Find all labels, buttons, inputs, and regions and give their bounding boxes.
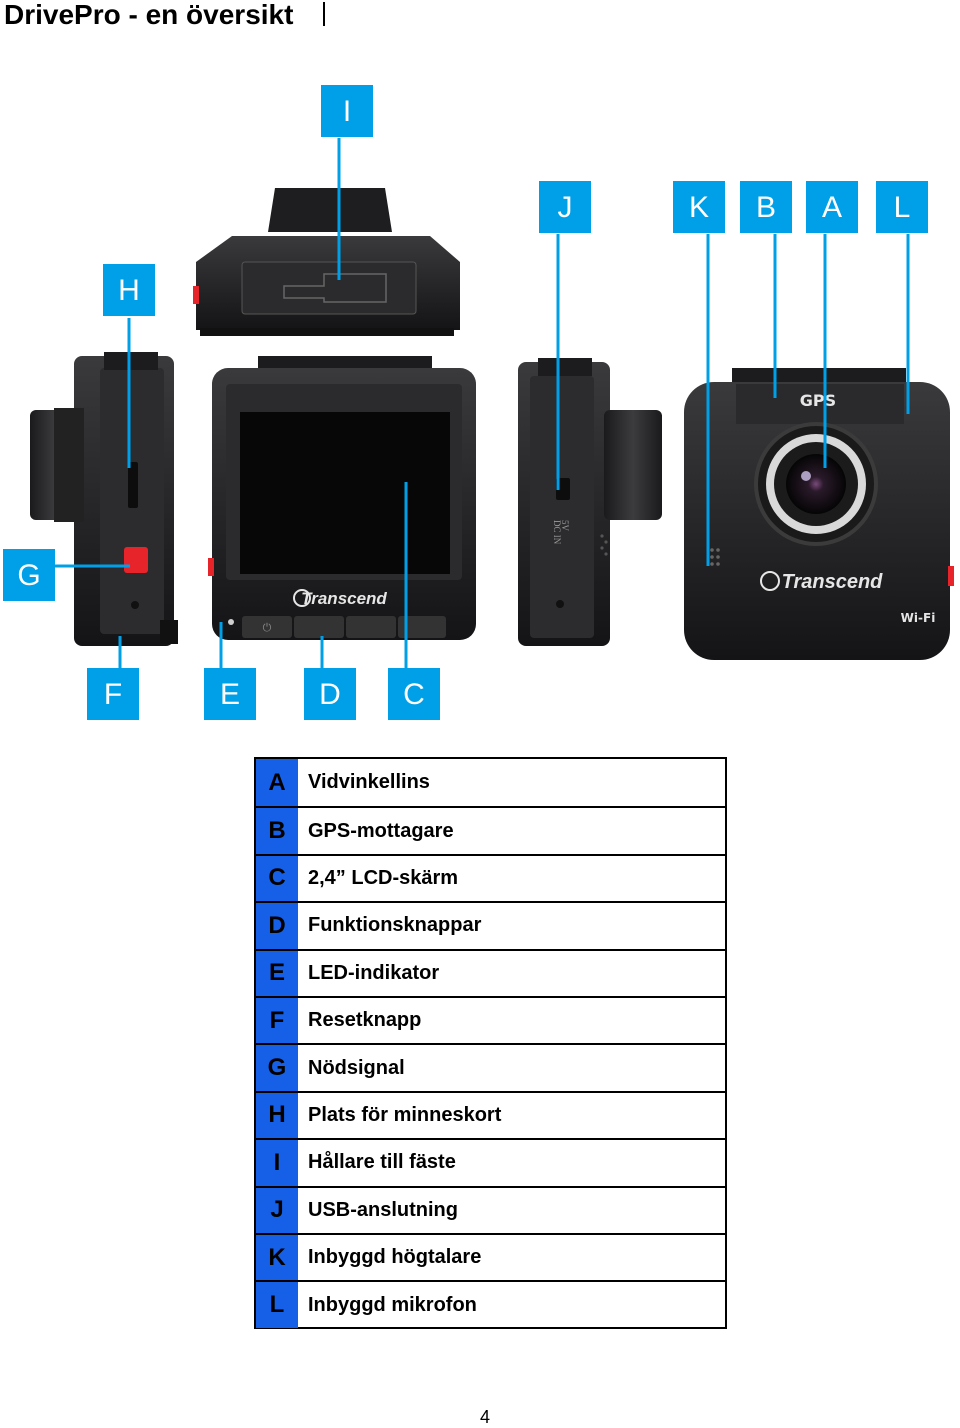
camera-views-illustration: Transcend ⏻ 5V DC IN [30,138,954,668]
label-j: J [539,181,591,233]
label-d: D [304,668,356,720]
legend-key: L [256,1282,298,1328]
legend-text: Vidvinkellins [308,771,430,794]
legend-key: I [256,1140,298,1186]
legend-text: USB-anslutning [308,1198,458,1221]
legend-row: G Nödsignal [256,1043,725,1091]
legend-key: E [256,950,298,996]
power-icon: ⏻ [263,621,272,634]
label-k: K [673,181,725,233]
legend-row: I Hållare till fäste [256,1138,725,1186]
function-buttons: ⏻ [242,616,446,638]
legend-text: LED-indikator [308,961,440,984]
label-e: E [204,668,256,720]
label-l: L [876,181,928,233]
legend-row: A Vidvinkellins [256,759,725,807]
label-b: B [740,181,792,233]
label-g: G [3,549,55,601]
legend-text: Funktionsknappar [308,914,482,937]
legend-text: Nödsignal [308,1056,405,1079]
label-f: F [87,668,139,720]
brand-logo: Transcend [301,589,387,608]
title-rule [323,2,325,26]
label-c: C [388,668,440,720]
emergency-button-side [124,547,148,573]
lcd-screen [240,412,450,574]
svg-text:DC IN: DC IN [552,520,562,545]
legend-text: Resetknapp [308,1009,422,1032]
legend-key: H [256,1092,298,1139]
svg-text:5V: 5V [560,520,570,532]
led-indicator [228,619,234,625]
brand-logo-front: Transcend [782,571,884,593]
legend-key: A [256,759,298,807]
legend-text: 2,4” LCD-skärm [308,866,459,889]
top-view [193,188,460,336]
legend-key: J [256,1187,298,1233]
legend-row: C 2,4” LCD-skärm [256,853,725,902]
wifi-mark: Wi-Fi [901,611,936,625]
legend-text: Hållare till fäste [308,1151,456,1174]
page-number: 4 [480,1407,491,1427]
legend-text: GPS-mottagare [308,819,454,842]
legend-key: C [256,855,298,902]
label-h: H [103,264,155,316]
page-title: DrivePro - en översikt [4,0,294,30]
legend-text: Inbyggd mikrofon [308,1293,477,1316]
wide-angle-lens [786,454,846,514]
legend-row: J USB-anslutning [256,1185,725,1233]
legend-row: D Funktionsknappar [256,901,725,949]
right-side-view: 5V DC IN [518,358,662,646]
legend-row: K Inbyggd högtalare [256,1233,725,1281]
left-side-view [30,352,178,646]
callout-lines [55,138,910,668]
label-i: I [321,85,373,137]
label-a: A [806,181,858,233]
legend-key: K [256,1235,298,1281]
rear-screen-view: Transcend ⏻ [208,356,476,640]
legend-key: D [256,903,298,949]
legend-row: E LED-indikator [256,948,725,996]
legend-row: F Resetknapp [256,996,725,1044]
legend-row: B GPS-mottagare [256,806,725,854]
product-overview-figure: Transcend ⏻ 5V DC IN [3,85,954,720]
legend-key: G [256,1045,298,1091]
lens-front-view: GPS Transcend Wi-Fi [684,368,954,660]
legend-row: H Plats för minneskort [256,1090,725,1139]
legend-key: B [256,808,298,854]
legend-key: F [256,998,298,1044]
legend-table: A Vidvinkellins B GPS-mottagare C 2,4” LCD-… [254,757,727,1329]
legend-text: Plats för minneskort [308,1103,502,1126]
gps-mark: GPS [800,391,836,410]
legend-text: Inbyggd högtalare [308,1246,482,1269]
legend-row: L Inbyggd mikrofon [256,1280,725,1328]
